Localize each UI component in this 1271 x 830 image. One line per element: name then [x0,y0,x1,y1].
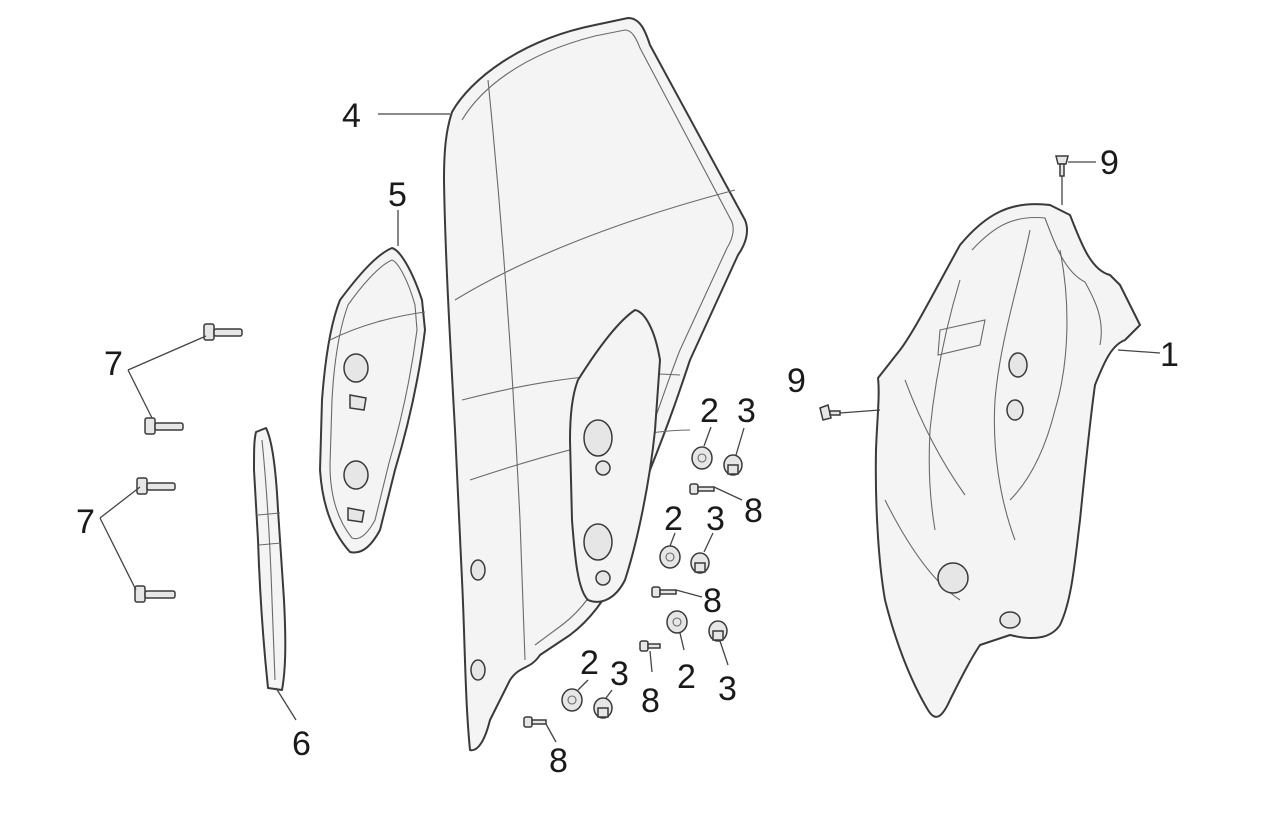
bolt-7-lower-2 [134,585,176,603]
grommet-2-c [666,610,688,634]
bolt-7-upper-1 [203,323,243,341]
callout-1: 1 [1160,336,1179,374]
screw-8-b [651,586,677,598]
callout-9-top: 9 [1100,144,1119,182]
callout-8-c: 8 [641,682,660,720]
part-trim-strip [253,427,287,691]
callout-3-b: 3 [706,500,725,538]
callout-5: 5 [388,176,407,214]
callout-8-d: 8 [549,742,568,780]
bolt-7-lower-1 [136,477,176,495]
mounting-holes [470,419,613,681]
nut-3-d [593,697,613,719]
nut-3-a [723,454,743,476]
callout-3-a: 3 [737,392,756,430]
screw-9-top [1055,155,1069,177]
callout-4: 4 [342,97,361,135]
callout-3-c: 3 [718,670,737,708]
nut-3-b [690,552,710,574]
callout-8-a: 8 [744,492,763,530]
callout-2-a: 2 [700,392,719,430]
screw-8-d [523,716,547,728]
nut-3-c [708,620,728,642]
callout-labels: 4 5 7 7 6 9 9 1 2 3 8 2 3 8 2 3 8 2 3 8 [76,97,1179,780]
leader-lines [99,113,1161,743]
screw-8-c [639,640,661,652]
screw-9-left [819,403,841,421]
callout-3-d: 3 [610,655,629,693]
screw-8-a [689,483,715,495]
callout-8-b: 8 [703,582,722,620]
grommet-2-d [561,688,583,712]
part-inner-cover [319,247,426,554]
callout-2-d: 2 [580,644,599,682]
part-side-fairing [874,203,1141,718]
part-windscreen [443,17,748,752]
bolt-7-upper-2 [144,417,184,435]
callout-2-b: 2 [664,500,683,538]
callout-2-c: 2 [677,658,696,696]
callout-9-left: 9 [787,362,806,400]
callout-7-lower: 7 [76,503,95,541]
grommet-2-b [659,545,681,569]
callout-7-upper: 7 [104,345,123,383]
callout-6: 6 [292,725,311,763]
grommet-2-a [691,446,713,470]
